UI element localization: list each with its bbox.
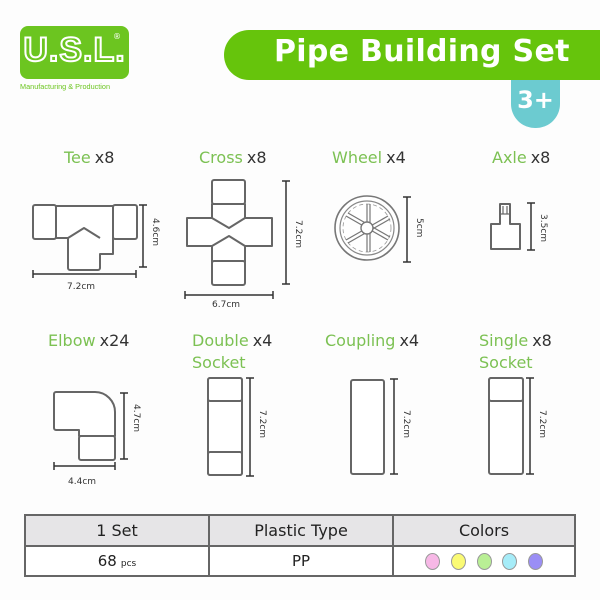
color-swatch-cyan xyxy=(502,553,518,570)
elbow-width-label: 4.4cm xyxy=(68,477,97,487)
color-swatch-yellow xyxy=(450,553,466,570)
color-swatch-green xyxy=(476,553,492,570)
color-swatch-purple xyxy=(528,553,544,570)
cross-width-label: 6.7cm xyxy=(212,300,241,310)
logo-text: U.S.L. xyxy=(22,30,126,70)
piece-unit: pcs xyxy=(120,559,137,569)
age-badge-text: 3+ xyxy=(517,86,554,114)
brand-logo: U.S.L. ® xyxy=(20,26,129,79)
page-title: Pipe Building Set xyxy=(274,34,570,69)
single-socket-height-label: 7.2cm xyxy=(537,410,547,439)
age-badge: 3+ xyxy=(511,80,560,128)
piece-count: 68 xyxy=(97,552,117,570)
cell-colors xyxy=(392,545,576,577)
cell-plastic: PP xyxy=(208,545,394,577)
color-swatch-pink xyxy=(424,553,440,570)
registered-mark: ® xyxy=(113,32,121,41)
brand-tagline: Manufacturing & Production xyxy=(20,82,111,91)
header-set: 1 Set xyxy=(24,514,210,547)
table-header-row: 1 Set Plastic Type Colors xyxy=(24,514,576,547)
title-banner: Pipe Building Set xyxy=(224,30,600,80)
header-plastic-type: Plastic Type xyxy=(208,514,394,547)
tee-width-label: 7.2cm xyxy=(67,282,96,292)
header-colors: Colors xyxy=(392,514,576,547)
